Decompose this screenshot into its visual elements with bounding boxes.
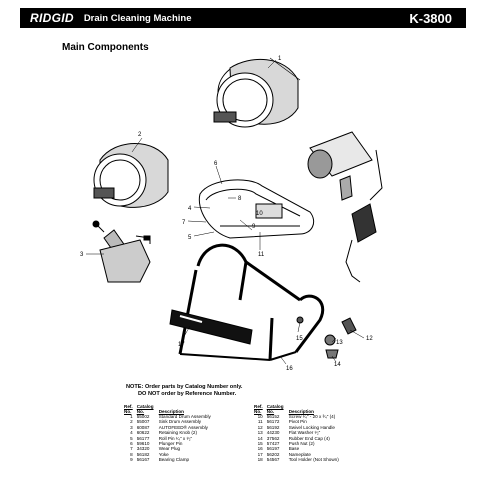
base-frame <box>178 243 324 361</box>
ref-no-header: Ref. No. <box>124 404 133 414</box>
callout-10: 10 <box>256 211 263 217</box>
callout-1: 1 <box>278 56 282 62</box>
ref-no-header: Ref. No. <box>254 404 263 414</box>
callout-12: 12 <box>366 336 373 342</box>
model-number: K-3800 <box>409 10 452 26</box>
section-title: Main Components <box>62 42 149 53</box>
nameplate <box>169 309 253 345</box>
document-title: Drain Cleaning Machine <box>83 12 192 24</box>
callout-17: 17 <box>178 342 185 348</box>
callout-9: 9 <box>252 224 256 230</box>
callout-8: 8 <box>238 196 242 202</box>
callout-11: 11 <box>258 252 265 258</box>
brand-logo: RIDGID <box>30 11 74 25</box>
description-header: Description <box>158 409 184 414</box>
callout-2: 2 <box>138 132 142 138</box>
description-header: Description <box>288 409 314 414</box>
order-note-line2: DO NOT order by Reference Number. <box>138 391 237 397</box>
catalog-no-header: Catalog No. <box>266 404 284 414</box>
parts-table-header: Ref. No. Catalog No. Description <box>252 404 341 414</box>
flat-washer <box>324 334 336 346</box>
leader-lines <box>86 59 365 365</box>
header-banner: RIDGID Drain Cleaning Machine K-3800 <box>20 8 466 28</box>
callout-16: 16 <box>286 366 293 372</box>
callout-7: 7 <box>182 220 186 226</box>
drum-assembly-standard <box>213 57 301 128</box>
autofeed-assembly <box>92 220 151 283</box>
rubber-end-cap <box>325 349 339 359</box>
parts-table-header: Ref. No. Catalog No. Description <box>122 404 213 414</box>
callout-14: 14 <box>334 362 341 368</box>
callout-5: 5 <box>188 235 192 241</box>
order-note: NOTE: Order parts by Catalog Number only… <box>126 384 242 398</box>
callout-6: 6 <box>214 161 218 167</box>
catalog-no-header: Catalog No. <box>136 404 154 414</box>
callout-13: 13 <box>336 340 343 346</box>
yoke-frame <box>198 179 315 239</box>
callout-4: 4 <box>188 206 192 212</box>
order-note-line1: NOTE: Order parts by Catalog Number only… <box>126 384 243 390</box>
drum-assembly-sink <box>93 143 169 208</box>
callout-15: 15 <box>296 336 303 342</box>
callout-3: 3 <box>80 252 84 258</box>
swivel-locking-handle <box>341 317 357 335</box>
motor-assembly <box>307 131 383 283</box>
